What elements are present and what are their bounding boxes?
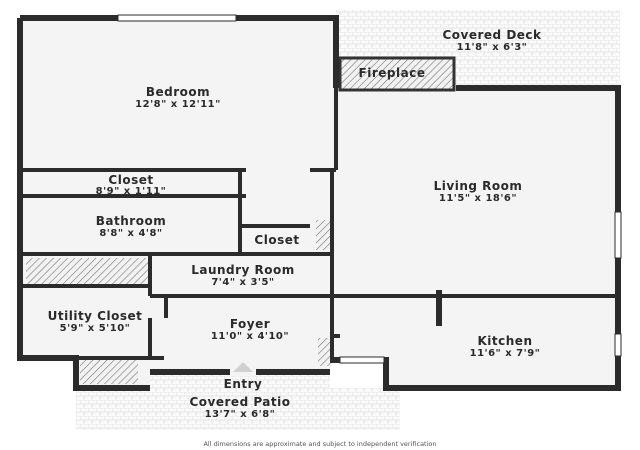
fireplace-hatch (338, 56, 456, 92)
bathroom-dims: 8'8" x 4'8" (99, 228, 162, 239)
bedroom-dims: 12'8" x 12'11" (135, 99, 221, 110)
covered-deck-dims: 11'8" x 6'3" (457, 42, 528, 53)
storage-hatch (26, 258, 148, 284)
utility-closet-label: Utility Closet (48, 309, 143, 323)
closet-small-label: Closet (254, 233, 299, 247)
covered-patio-dims: 13'7" x 6'8" (205, 409, 276, 420)
laundry-room-dims: 7'4" x 3'5" (211, 277, 274, 288)
utility-closet-dims: 5'9" x 5'10" (60, 323, 131, 334)
covered-deck-label: Covered Deck (442, 28, 542, 42)
bathroom-label: Bathroom (96, 214, 166, 228)
living-room-dims: 11'5" x 18'6" (439, 193, 517, 204)
foyer-label: Foyer (230, 317, 270, 331)
kitchen-label: Kitchen (478, 334, 533, 348)
kitchen-dims: 11'6" x 7'9" (470, 348, 541, 359)
bedroom-label: Bedroom (146, 85, 210, 99)
closet-bedroom-dims: 8'9" x 1'11" (96, 186, 167, 197)
foyer-dims: 11'0" x 4'10" (211, 331, 289, 342)
entry-arrow-icon (233, 362, 253, 372)
entry-label: Entry (224, 377, 263, 391)
laundry-room-label: Laundry Room (191, 263, 295, 277)
closet-bedroom-label: Closet (108, 173, 153, 187)
covered-patio-label: Covered Patio (190, 395, 291, 409)
kitchen-wall-stub (436, 290, 442, 326)
living-room-label: Living Room (434, 179, 523, 193)
patio-hatch (80, 356, 138, 384)
foyer-hatch (318, 338, 332, 366)
fireplace-label: Fireplace (359, 66, 426, 80)
disclaimer-text: All dimensions are approximate and subje… (203, 440, 437, 448)
windows (117, 14, 622, 364)
closet-hatch (316, 220, 330, 250)
covered-patio-area (76, 372, 400, 430)
interior-walls (20, 88, 618, 388)
